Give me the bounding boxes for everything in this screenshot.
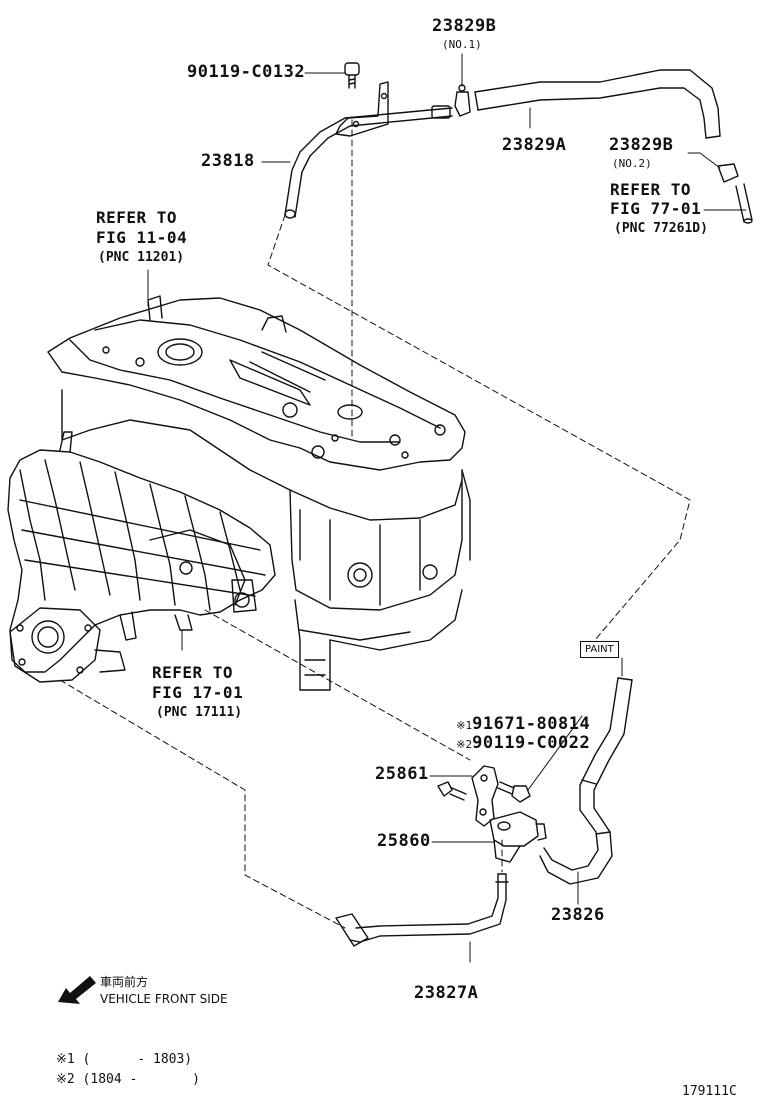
mark-1: ※1: [456, 719, 473, 732]
label-23829b-no1: 23829B: [432, 16, 497, 36]
vehicle-front-jp: 車両前方: [100, 975, 149, 989]
label-90119-c0022-row: ※290119-C0022: [437, 719, 590, 752]
leader-lines: [147, 53, 747, 963]
intake-manifold: [7, 431, 276, 683]
pcv-valve-25860[interactable]: [489, 811, 547, 863]
label-23829a: 23829A: [502, 135, 567, 155]
bolt-90119-c0132[interactable]: [344, 62, 360, 89]
bolt-91671-90119[interactable]: [497, 781, 531, 803]
ref-1104-line1: REFER TO: [96, 208, 178, 227]
bracket-25861[interactable]: [471, 765, 499, 827]
ref-1701-pnc: (PNC 17111): [156, 705, 243, 720]
label-91671-row: ※191671-80814: [437, 700, 590, 733]
hose-23826[interactable]: [539, 677, 633, 885]
dashed-guide-lines: [59, 119, 691, 929]
label-90119-c0132: 90119-C0132: [187, 62, 306, 82]
label-23827a: 23827A: [414, 983, 479, 1003]
hose-23827a[interactable]: [335, 873, 509, 947]
pipe-end-right: [735, 183, 753, 224]
clamp-23829b-no1[interactable]: [454, 84, 471, 117]
engine-head: [47, 295, 466, 471]
paint-label: PAINT: [580, 641, 619, 658]
label-25861: 25861: [375, 764, 429, 784]
arrow-down-left-icon: [58, 976, 96, 1004]
label-23829b-no2: 23829B: [609, 135, 674, 155]
label-23818: 23818: [201, 151, 255, 171]
mark-2: ※2: [456, 738, 473, 751]
figure-code: 179111C: [682, 1084, 737, 1099]
vehicle-front-en: VEHICLE FRONT SIDE: [100, 992, 228, 1006]
label-25860: 25860: [377, 831, 431, 851]
footnote-2: ※2 (1804 - ): [56, 1072, 200, 1087]
footnote-1: ※1 ( - 1803): [56, 1052, 193, 1067]
ref-1104-pnc: (PNC 11201): [98, 250, 185, 265]
ref-7701-line1: REFER TO: [610, 180, 692, 199]
label-23829b-no1-note: (NO.1): [442, 38, 482, 51]
breather-pipe-23818[interactable]: [284, 81, 453, 219]
label-91671-80814: 91671-80814: [472, 714, 591, 734]
engine-block: [61, 389, 471, 691]
ref-7701-pnc: (PNC 77261D): [614, 221, 708, 236]
hose-23829a[interactable]: [474, 69, 721, 139]
ref-1701-line1: REFER TO: [152, 663, 234, 682]
ref-1701-line2[interactable]: FIG 17-01: [152, 683, 244, 702]
label-23829b-no2-note: (NO.2): [612, 157, 652, 170]
bolt-left-25861[interactable]: [437, 781, 467, 801]
ref-7701-line2[interactable]: FIG 77-01: [610, 199, 702, 218]
clamp-23829b-no2[interactable]: [717, 163, 739, 183]
ref-1104-line2[interactable]: FIG 11-04: [96, 228, 188, 247]
label-23826: 23826: [551, 905, 605, 925]
label-90119-c0022: 90119-C0022: [472, 733, 591, 753]
